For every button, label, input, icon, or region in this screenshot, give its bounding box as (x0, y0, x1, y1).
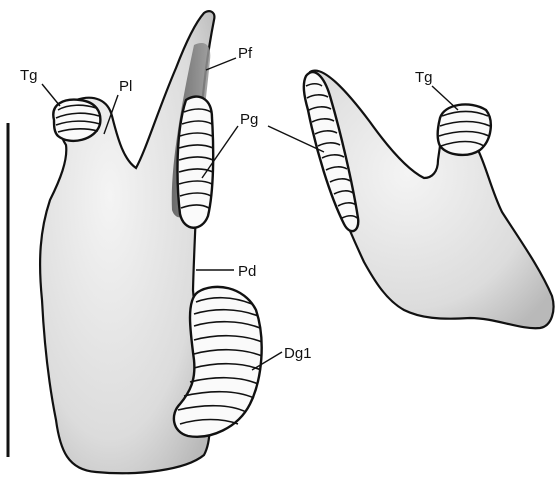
label-pd: Pd (238, 263, 256, 280)
label-pg: Pg (240, 111, 258, 128)
label-pf: Pf (238, 45, 253, 62)
leader-tg-right (432, 86, 458, 110)
label-tg-right: Tg (415, 69, 433, 86)
label-dg1: Dg1 (284, 345, 312, 362)
pg-left-gland (178, 97, 214, 228)
label-pl: Pl (119, 78, 132, 95)
leader-tg-left (42, 84, 60, 106)
right-structure (268, 71, 554, 329)
tg-right-gland (438, 104, 491, 154)
left-structure (40, 11, 282, 473)
leader-pf (206, 58, 236, 70)
label-tg-left: Tg (20, 67, 38, 84)
tg-left-gland (53, 100, 100, 141)
